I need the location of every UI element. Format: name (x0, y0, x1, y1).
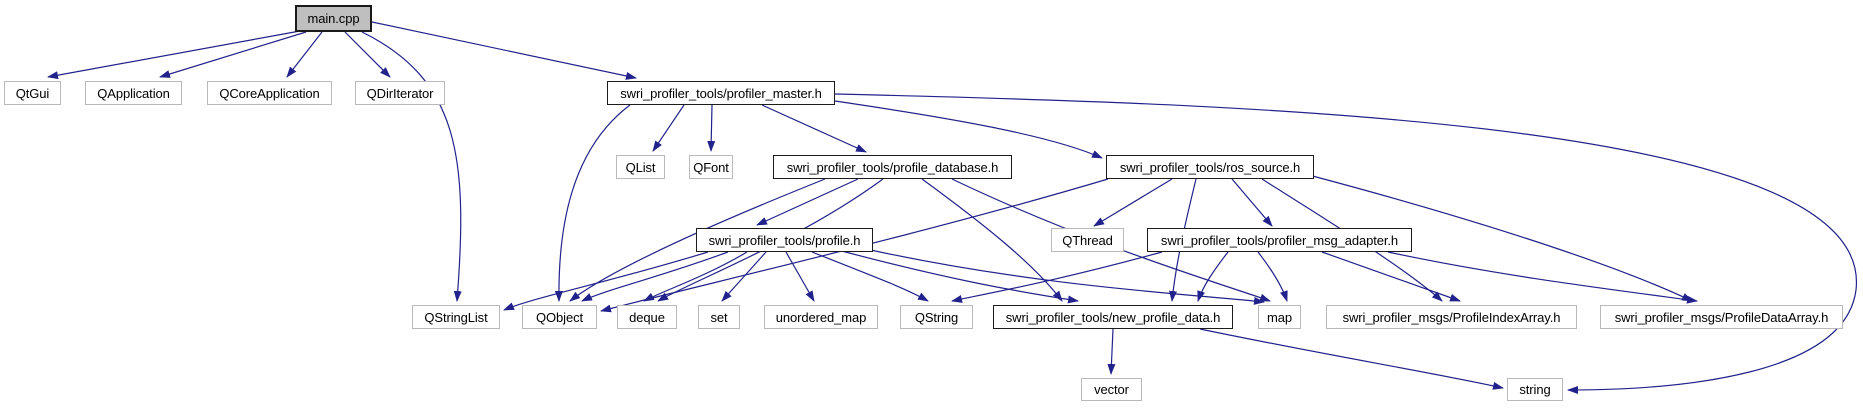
node-profiler-master[interactable]: swri_profiler_tools/profiler_master.h (607, 81, 835, 105)
node-label: swri_profiler_tools/profile.h (708, 232, 861, 248)
node-label: QDirIterator (366, 85, 434, 101)
edge-main-cpp-to-profiler-master (371, 21, 637, 80)
edge-profiler-master-to-qfont (707, 104, 716, 152)
edge-profile-database-to-new-profile-data (921, 178, 1063, 302)
edge-profile-to-deque (643, 251, 748, 302)
edge-profile-to-new-profile-data (837, 249, 1079, 304)
node-label: vector (1094, 382, 1129, 397)
edge-profile-to-map (865, 248, 1265, 305)
edge-main-cpp-to-qstringlist (361, 31, 462, 302)
edge-profile-to-qstring (811, 251, 929, 302)
edge-ros-source-to-qthread (1093, 178, 1173, 227)
node-qthread: QThread (1051, 228, 1124, 252)
node-qcoreapplication: QCoreApplication (207, 81, 332, 105)
edge-new-profile-data-to-string (1199, 328, 1504, 390)
node-set: set (698, 305, 740, 329)
node-label: swri_profiler_tools/profiler_msg_adapter… (1160, 232, 1399, 248)
node-qobject: QObject (522, 305, 597, 329)
node-label: QFont (693, 159, 729, 175)
node-label: map (1267, 309, 1292, 325)
node-label: deque (629, 309, 665, 325)
edge-profile-database-to-qobject (569, 178, 826, 302)
node-profile-database[interactable]: swri_profiler_tools/profile_database.h (773, 155, 1012, 179)
node-unordered-map: unordered_map (764, 305, 878, 329)
edge-profiler-msg-adapter-to-new-profile-data (1197, 251, 1229, 302)
edge-profile-database-to-map (951, 178, 1271, 302)
node-label: QList (625, 159, 656, 175)
edge-profiler-master-to-qlist (652, 104, 685, 152)
edge-new-profile-data-to-vector (1107, 328, 1116, 375)
node-ros-source[interactable]: swri_profiler_tools/ros_source.h (1106, 155, 1314, 179)
node-vector: vector (1081, 378, 1142, 401)
node-label: swri_profiler_msgs/ProfileIndexArray.h (1342, 309, 1561, 325)
node-qstring: QString (900, 305, 973, 329)
node-profile-data-array: swri_profiler_msgs/ProfileDataArray.h (1600, 305, 1843, 329)
edge-profile-to-set (721, 251, 767, 302)
edge-main-cpp-to-qcoreapplication (286, 31, 323, 78)
node-label: set (710, 309, 728, 325)
edge-profiler-msg-adapter-to-profile-data-array (1387, 251, 1698, 304)
node-label: QCoreApplication (219, 85, 320, 101)
node-qdiriterator: QDirIterator (355, 81, 445, 105)
node-label: QObject (536, 309, 583, 325)
node-label: swri_profiler_tools/ros_source.h (1119, 159, 1301, 175)
node-main-cpp: main.cpp (295, 5, 372, 32)
edge-main-cpp-to-qtgui (47, 30, 301, 80)
node-label: swri_profiler_tools/new_profile_data.h (1005, 309, 1221, 325)
edge-profiler-master-to-qobject (554, 104, 631, 302)
edge-profiler-msg-adapter-to-map (1257, 251, 1288, 302)
edge-profiler-msg-adapter-to-qstring (951, 251, 1163, 303)
node-label: QThread (1062, 232, 1113, 248)
node-map: map (1258, 305, 1301, 329)
edge-profiler-master-to-string (834, 93, 1857, 394)
node-new-profile-data[interactable]: swri_profiler_tools/new_profile_data.h (993, 305, 1233, 329)
edge-profile-to-unordered-map (785, 251, 815, 302)
node-label: main.cpp (307, 11, 360, 26)
edge-profiler-master-to-ros-source (834, 100, 1103, 159)
node-profile-index-array: swri_profiler_msgs/ProfileIndexArray.h (1326, 305, 1577, 329)
node-qlist: QList (616, 155, 665, 179)
node-label: QStringList (424, 309, 488, 325)
edge-ros-source-to-qobject (600, 178, 1109, 313)
node-profiler-msg-adapter[interactable]: swri_profiler_tools/profiler_msg_adapter… (1147, 228, 1412, 252)
edge-profile-to-qobject (581, 251, 729, 302)
edge-profile-to-qstringlist (503, 251, 709, 311)
edge-main-cpp-to-qapplication (159, 31, 307, 78)
node-qfont: QFont (689, 155, 733, 179)
node-label: swri_profiler_tools/profiler_master.h (620, 85, 822, 101)
node-qtgui: QtGui (4, 81, 61, 105)
edge-profiler-master-to-profile-database (761, 104, 867, 153)
node-label: swri_profiler_tools/profile_database.h (786, 159, 999, 175)
edge-profile-database-to-profile (756, 178, 859, 226)
node-label: string (1519, 382, 1551, 397)
edge-ros-source-to-profile-data-array (1304, 173, 1693, 302)
node-label: QApplication (97, 85, 170, 101)
node-string: string (1507, 378, 1563, 401)
node-qstringlist: QStringList (412, 305, 500, 329)
edge-main-cpp-to-qdiriterator (344, 31, 391, 78)
edge-ros-source-to-profiler-msg-adapter (1231, 178, 1273, 227)
node-label: swri_profiler_msgs/ProfileDataArray.h (1614, 309, 1829, 325)
node-deque: deque (617, 305, 677, 329)
edge-profiler-msg-adapter-to-profile-index-array (1321, 251, 1461, 302)
node-label: QString (914, 309, 959, 325)
node-profile[interactable]: swri_profiler_tools/profile.h (696, 228, 873, 252)
node-label: unordered_map (775, 309, 867, 325)
node-label: QtGui (15, 85, 50, 101)
node-qapplication: QApplication (85, 81, 182, 105)
